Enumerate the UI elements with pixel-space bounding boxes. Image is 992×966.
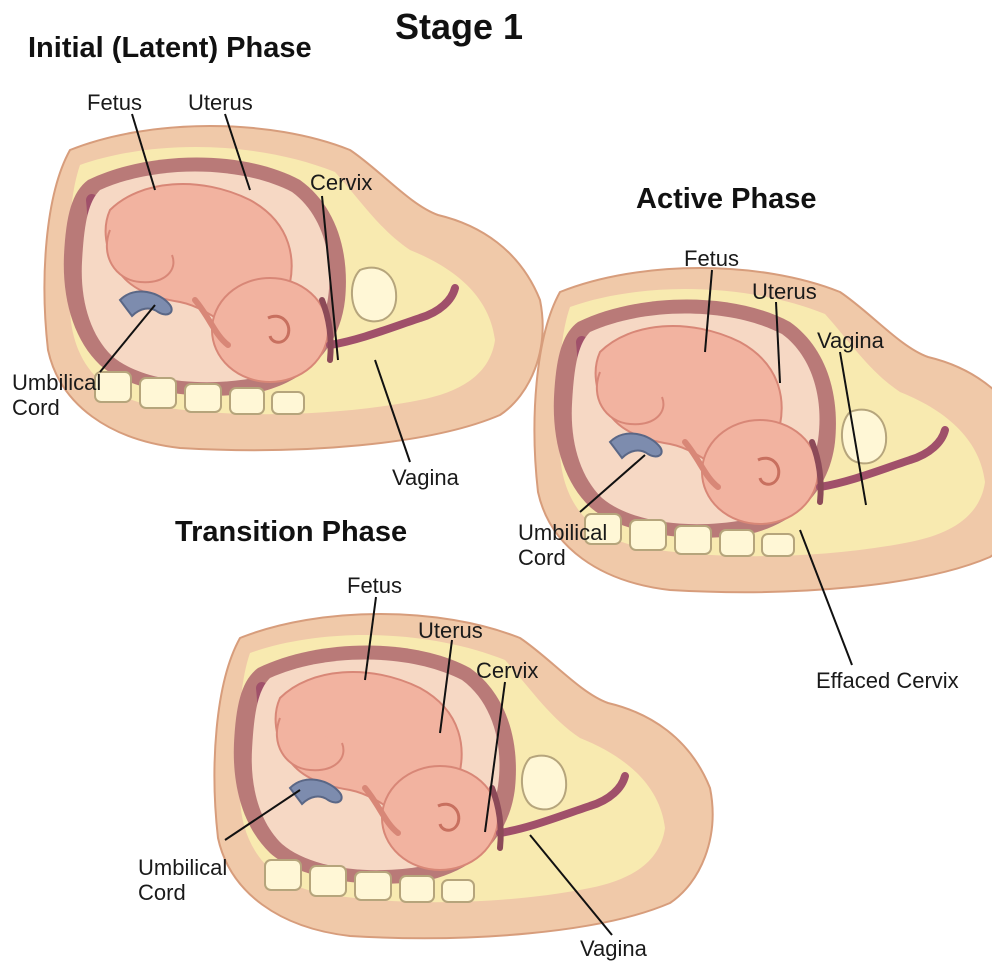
p1-label-fetus: Fetus	[87, 90, 142, 115]
p1-label-umbilical-cord: Umbilical Cord	[12, 370, 101, 421]
p3-label-umbilical-cord: Umbilical Cord	[138, 855, 227, 906]
p1-label-uterus: Uterus	[188, 90, 253, 115]
p3-label-vagina: Vagina	[580, 936, 647, 961]
p2-label-vagina: Vagina	[817, 328, 884, 353]
p3-label-cervix: Cervix	[476, 658, 538, 683]
p2-label-umbilical-cord: Umbilical Cord	[518, 520, 607, 571]
p1-label-cervix: Cervix	[310, 170, 372, 195]
p3-label-fetus: Fetus	[347, 573, 402, 598]
p2-label-fetus: Fetus	[684, 246, 739, 271]
heading-transition-phase: Transition Phase	[175, 516, 407, 549]
p2-label-effaced-cervix: Effaced Cervix	[816, 668, 959, 693]
heading-initial-latent-phase: Initial (Latent) Phase	[28, 32, 312, 65]
panel-transition-art	[214, 614, 712, 938]
p2-label-uterus: Uterus	[752, 279, 817, 304]
page-title: Stage 1	[395, 6, 523, 48]
heading-active-phase: Active Phase	[636, 183, 817, 216]
p3-label-uterus: Uterus	[418, 618, 483, 643]
p1-label-vagina: Vagina	[392, 465, 459, 490]
panel-initial-art	[44, 126, 542, 450]
